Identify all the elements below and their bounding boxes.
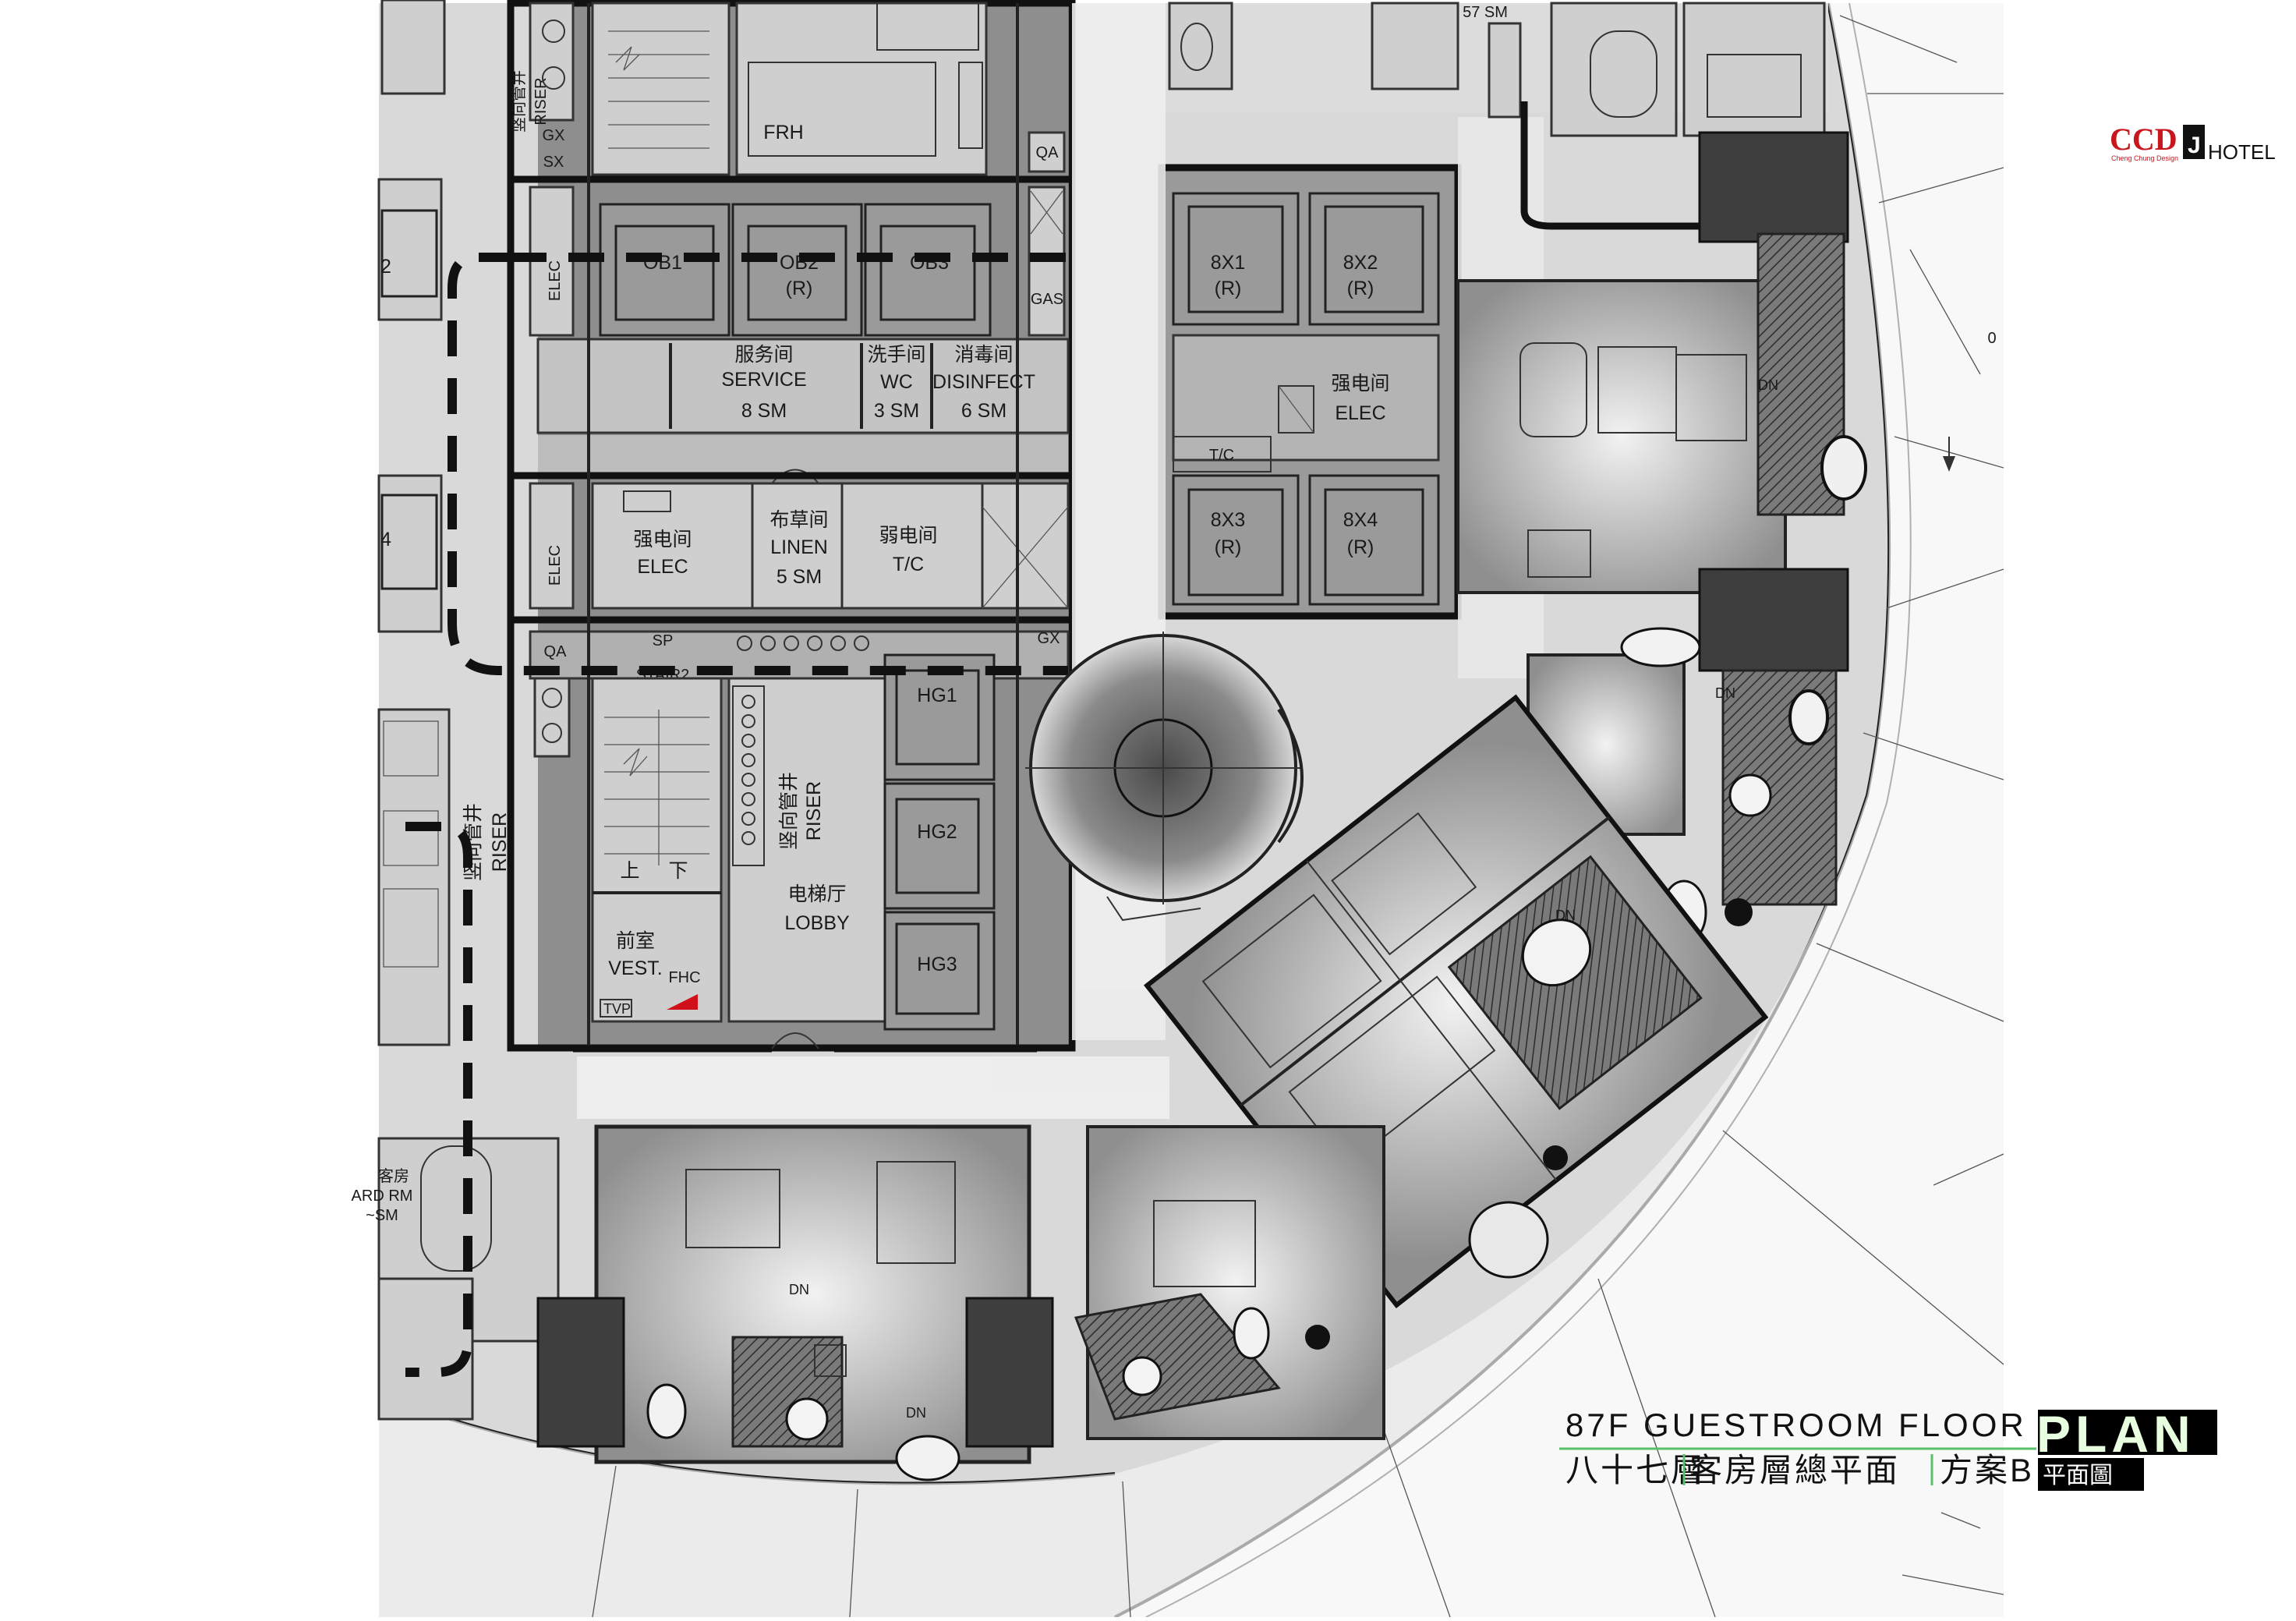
svg-text:RISER: RISER — [803, 781, 825, 841]
lift-8x4: 8X4 — [1343, 509, 1378, 531]
round-lobby — [1025, 632, 1304, 922]
riser-pipes — [737, 635, 869, 651]
disinfect-zh: 消毒间 — [954, 344, 1013, 366]
service-en: SERVICE — [721, 369, 806, 391]
qa-top-label: QA — [1036, 144, 1060, 161]
title-plan-zh: 客房層總平面 — [1689, 1452, 1900, 1488]
frh-label: FRH — [763, 122, 803, 143]
dn-mark-1: DN — [1758, 377, 1778, 393]
lift-hg1: HG1 — [917, 685, 957, 706]
tvp-label: TVP — [603, 1001, 631, 1017]
riser-left-label: 竖向管井 RISER — [462, 803, 511, 881]
evacuation-route — [405, 253, 1076, 1377]
elec-room-zh: 强电间 — [633, 529, 692, 550]
svg-text:RISER: RISER — [489, 812, 511, 872]
stair-up: 上 — [620, 860, 639, 882]
lift-8x3-r: (R) — [1215, 536, 1242, 558]
lift-8x1-r: (R) — [1215, 278, 1242, 299]
title-block: 87F GUESTROOM FLOOR 八十七層 客房層總平面 方案B PLAN… — [1559, 1405, 2217, 1491]
guest-room-label-zh: 客房 — [378, 1167, 409, 1185]
logo-brand: CCD — [2110, 122, 2177, 157]
sx-label: SX — [543, 154, 564, 171]
ccd-logo: CCD Cheng Chung Design J HOTEL — [2110, 122, 2276, 164]
fhc-label: FHC — [668, 969, 700, 986]
lower-left-suite: DN DN — [536, 1124, 1054, 1481]
elec-room-en: ELEC — [637, 556, 688, 578]
lower-right-suite — [1074, 1125, 1568, 1440]
svg-text:RISER: RISER — [532, 77, 550, 125]
logo-hotel: HOTEL — [2208, 140, 2276, 164]
left-guestrooms: 2 4 客房 ARD RM ~SM — [352, 0, 560, 1421]
dn-mark-2: DN — [1715, 685, 1735, 701]
logo-tagline: Cheng Chung Design — [2111, 154, 2178, 162]
dn-mark-4: DN — [789, 1282, 809, 1297]
right-core: 8X1 (R) 8X2 (R) 强电间 ELEC T/C 8X3 (R) 8X4… — [1158, 164, 1462, 620]
title-floor: 八十七層 — [1565, 1452, 1706, 1488]
plan-subtitle: 平面圖 — [2043, 1463, 2113, 1488]
dn-mark-3: DN — [1555, 908, 1576, 923]
svg-text:竖向管井: 竖向管井 — [510, 70, 528, 133]
tc-room-zh: 弱电间 — [879, 525, 937, 547]
disinfect-area: 6 SM — [961, 400, 1006, 422]
guest-room-area: ~SM — [366, 1207, 398, 1224]
svg-text:ELEC: ELEC — [547, 545, 564, 586]
area-57: 57 SM — [1463, 4, 1508, 21]
lift-hg3: HG3 — [917, 954, 957, 975]
gx-mid-label: GX — [1038, 630, 1060, 647]
linen-zh: 布草间 — [769, 509, 828, 531]
top-suite: 57 SM — [1166, 2, 1849, 243]
disinfect-en: DISINFECT — [932, 371, 1035, 393]
elec-left-label: ELEC — [547, 260, 564, 301]
elec-core-en: ELEC — [1335, 402, 1385, 424]
vest-en: VEST. — [608, 957, 662, 979]
vest-zh: 前室 — [616, 930, 655, 952]
gx-label: GX — [543, 127, 565, 144]
sp-label: SP — [653, 632, 674, 649]
svg-text:ELEC: ELEC — [547, 260, 564, 301]
riser-mid-label: 竖向管井 RISER — [778, 772, 825, 850]
logo-mark: J — [2188, 133, 2201, 158]
service-area: 8 SM — [741, 400, 787, 422]
guest-room-label-en: ARD RM — [352, 1187, 413, 1205]
lobby-zh: 电梯厅 — [787, 883, 846, 905]
edge-label-0: 0 — [1987, 330, 1996, 347]
right-suite-upper: DN 0 — [1456, 232, 1997, 672]
exterior-grid-lines — [592, 15, 2004, 1617]
qa-mid-label: QA — [544, 643, 568, 660]
hg-lift-bank: HG1 HG2 HG3 — [883, 653, 996, 1031]
plan-word: PLAN — [2036, 1405, 2195, 1463]
lobby-en: LOBBY — [784, 912, 850, 934]
title-english: 87F GUESTROOM FLOOR — [1565, 1407, 2027, 1443]
svg-text:竖向管井: 竖向管井 — [778, 772, 800, 850]
linen-en: LINEN — [770, 536, 828, 558]
lift-8x2: 8X2 — [1343, 252, 1378, 274]
lift-hg2: HG2 — [917, 821, 957, 843]
side-label-2: 2 — [380, 256, 391, 278]
elec-left2-label: ELEC — [547, 545, 564, 586]
riser-top-label: 竖向管井 RISER — [510, 70, 550, 133]
lift-ob2-r: (R) — [786, 278, 813, 299]
title-scheme: 方案B — [1940, 1452, 2034, 1488]
wc-en: WC — [880, 371, 913, 393]
stair-down: 下 — [668, 860, 688, 882]
elec-core-zh: 强电间 — [1331, 373, 1389, 395]
wc-zh: 洗手间 — [867, 344, 925, 366]
core: 竖向管井 RISER GX SX FRH QA ELEC — [462, 0, 1076, 1053]
lift-8x4-r: (R) — [1347, 536, 1374, 558]
tc-room-en: T/C — [893, 554, 924, 575]
ob-lift-bank: OB1 OB2 (R) OB3 — [599, 203, 992, 337]
lift-8x2-r: (R) — [1347, 278, 1374, 299]
plan-band — [2038, 1410, 2217, 1455]
lift-8x3: 8X3 — [1211, 509, 1245, 531]
side-label-4: 4 — [380, 529, 391, 550]
service-zh: 服务间 — [734, 344, 793, 366]
tc-core-label: T/C — [1209, 447, 1234, 464]
lift-8x1: 8X1 — [1211, 252, 1245, 274]
dn-mark-5: DN — [906, 1405, 926, 1421]
fhc-marker — [667, 994, 698, 1010]
linen-area: 5 SM — [777, 566, 822, 588]
wc-area: 3 SM — [874, 400, 919, 422]
gas-label: GAS — [1031, 291, 1063, 308]
